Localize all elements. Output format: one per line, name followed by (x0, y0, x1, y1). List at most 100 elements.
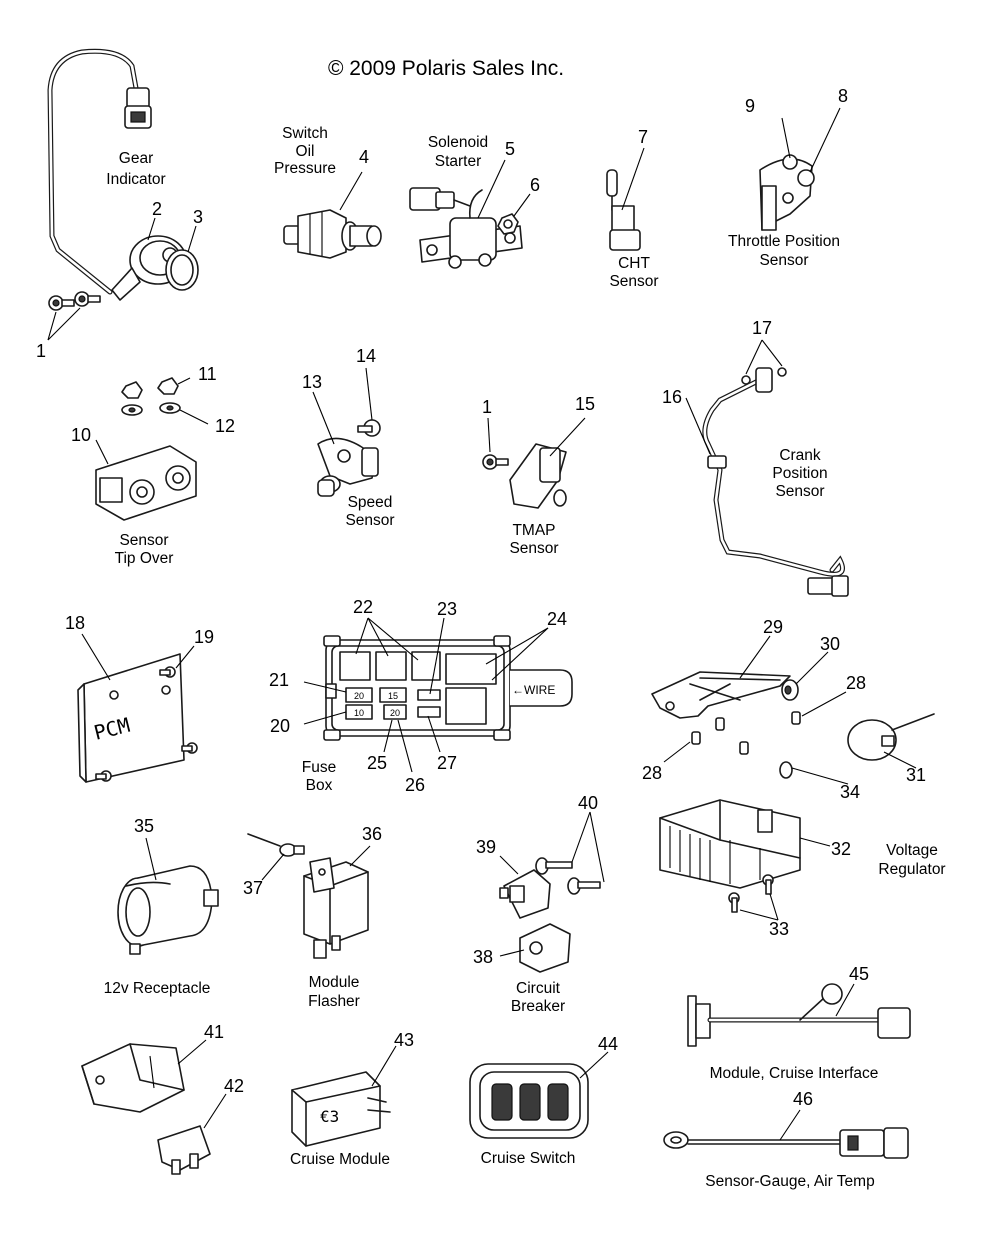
callout-44: 44 (598, 1034, 618, 1054)
gear-indicator-screws (48, 291, 101, 311)
regulator-bushing (781, 679, 799, 701)
module-cruise-interface-group (687, 983, 911, 1047)
wire-label: ←WIRE (512, 683, 555, 697)
callout-10: 10 (71, 425, 91, 445)
gear-indicator-group (47, 48, 199, 341)
callout-8: 8 (838, 86, 848, 106)
module-flasher-group (247, 833, 371, 959)
tip-over-hardware (121, 377, 181, 416)
caption-cht-sensor-1: CHT (618, 255, 650, 272)
callout-36: 36 (362, 824, 382, 844)
callout-21: 21 (269, 670, 289, 690)
connector-41-42-group (81, 1039, 227, 1175)
callout-19: 19 (194, 627, 214, 647)
callout-1-screws: 1 (36, 341, 46, 361)
fuse-10: 10 (354, 708, 364, 718)
speed-sensor-group (312, 367, 381, 497)
speed-sensor-bolt (357, 419, 381, 437)
caption-speed-sensor-1: Speed (348, 494, 393, 511)
callout-41: 41 (204, 1022, 224, 1042)
solenoid-starter-group (409, 159, 531, 269)
copyright-notice: © 2009 Polaris Sales Inc. (328, 57, 564, 80)
caption-module-flasher-1: Module (309, 974, 360, 991)
caption-crank-position-sensor-3: Sensor (775, 483, 824, 500)
callout-15: 15 (575, 394, 595, 414)
callout-27: 27 (437, 753, 457, 773)
caption-crank-position-sensor-2: Position (772, 465, 827, 482)
caption-tmap-sensor-2: Sensor (509, 540, 558, 557)
sensor-gauge-air-temp-group (663, 1109, 909, 1159)
callout-31: 31 (906, 765, 926, 785)
fuse-box-group: 20 15 10 20 ←WIRE (303, 617, 573, 773)
regulator-screws (728, 874, 774, 913)
callout-7: 7 (638, 127, 648, 147)
circuit-breaker-group (499, 811, 605, 973)
caption-sensor-tip-over-2: Tip Over (115, 550, 174, 567)
callout-38: 38 (473, 947, 493, 967)
callout-11: 11 (198, 364, 217, 384)
callout-24: 24 (547, 609, 567, 629)
callout-45: 45 (849, 964, 869, 984)
callout-40: 40 (578, 793, 598, 813)
callout-23: 23 (437, 599, 457, 619)
caption-module-cruise-interface: Module, Cruise Interface (710, 1065, 879, 1082)
callout-22: 22 (353, 597, 373, 617)
solenoid-nut (497, 213, 519, 235)
fuse-15: 15 (388, 691, 398, 701)
callout-9: 9 (745, 96, 755, 116)
caption-voltage-regulator-1: Voltage (886, 842, 938, 859)
caption-sensor-tip-over-1: Sensor (119, 532, 168, 549)
fuse-20-bottom: 20 (390, 708, 400, 718)
o-ring (165, 249, 199, 291)
regulator-bracket-group (651, 635, 935, 785)
callout-37: 37 (243, 878, 263, 898)
callout-12: 12 (215, 416, 235, 436)
callout-20: 20 (270, 716, 290, 736)
callout-17: 17 (752, 318, 772, 338)
svg-text:€3: €3 (320, 1107, 339, 1126)
cruise-switch-group (469, 1051, 609, 1139)
gear-indicator-connector (124, 87, 152, 129)
callout-43: 43 (394, 1030, 414, 1050)
callout-25: 25 (367, 753, 387, 773)
caption-crank-position-sensor-1: Crank (779, 447, 821, 464)
caption-cruise-switch: Cruise Switch (481, 1150, 576, 1167)
fuse-20-top: 20 (354, 691, 364, 701)
callout-39: 39 (476, 837, 496, 857)
cht-sensor-group (606, 147, 645, 251)
callout-4: 4 (359, 147, 369, 167)
callout-1-tmap-screw: 1 (482, 397, 492, 417)
callout-34: 34 (840, 782, 860, 802)
caption-solenoid-starter-2: Starter (435, 153, 482, 170)
caption-throttle-position-sensor-2: Sensor (759, 252, 808, 269)
caption-solenoid-starter-1: Solenoid (428, 134, 488, 151)
caption-throttle-position-sensor-1: Throttle Position (728, 233, 840, 250)
receptacle-12v-group (117, 837, 219, 955)
callout-14: 14 (356, 346, 376, 366)
caption-module-flasher-2: Flasher (308, 993, 360, 1010)
callout-28-right: 28 (846, 673, 866, 693)
caption-switch-oil-pressure-2: Oil (296, 143, 315, 160)
callout-18: 18 (65, 613, 85, 633)
callout-16: 16 (662, 387, 682, 407)
caption-gear-indicator-2: Indicator (106, 171, 165, 188)
caption-sensor-gauge-air-temp: Sensor-Gauge, Air Temp (705, 1173, 874, 1190)
caption-voltage-regulator-2: Regulator (878, 861, 945, 878)
callout-2: 2 (152, 199, 162, 219)
callout-35: 35 (134, 816, 154, 836)
callout-42: 42 (224, 1076, 244, 1096)
breaker-rivets (535, 857, 601, 895)
caption-tmap-sensor-1: TMAP (512, 522, 555, 539)
callout-33: 33 (769, 919, 789, 939)
throttle-position-sensor-group (759, 107, 841, 231)
callout-3: 3 (193, 207, 203, 227)
pcm-group: PCM (77, 633, 198, 783)
callout-30: 30 (820, 634, 840, 654)
regulator-nuts (691, 711, 801, 779)
callout-6: 6 (530, 175, 540, 195)
callout-13: 13 (302, 372, 322, 392)
caption-fuse-box-1: Fuse (302, 759, 336, 776)
cable-tie (847, 713, 935, 761)
switch-oil-pressure-group (283, 171, 382, 259)
